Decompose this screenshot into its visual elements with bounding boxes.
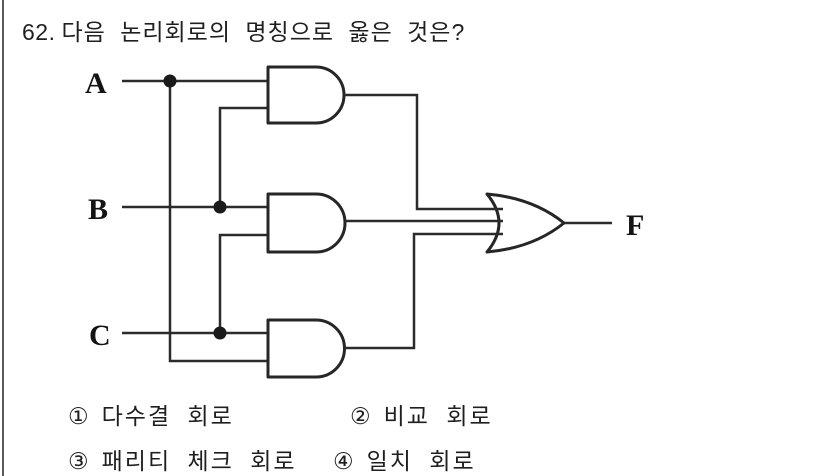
wire-c-to-and2 — [218, 233, 268, 333]
label-input-c: C — [89, 319, 111, 352]
label-input-a: A — [85, 67, 107, 100]
question-number: 62. — [22, 19, 56, 45]
junction-dot-a — [163, 74, 177, 88]
wire-a-to-and3 — [168, 81, 268, 363]
and-gate-middle — [266, 192, 347, 254]
junction-dot-c — [213, 326, 227, 340]
wire-and1-to-or — [344, 93, 503, 211]
label-input-b: B — [88, 193, 108, 226]
and-gate-bottom — [266, 318, 346, 379]
label-output-f: F — [626, 209, 644, 242]
scan-page-border — [2, 0, 4, 476]
question-header: 62.다음 논리회로의 명칭으로 옳은 것은? — [22, 13, 465, 47]
or-gate — [485, 192, 566, 254]
question-text: 다음 논리회로의 명칭으로 옳은 것은? — [61, 19, 466, 45]
wire-b-to-and1 — [218, 106, 268, 207]
wire-and3-to-or — [344, 232, 503, 350]
and-gate-top — [266, 65, 346, 125]
junction-dot-b — [213, 200, 227, 214]
